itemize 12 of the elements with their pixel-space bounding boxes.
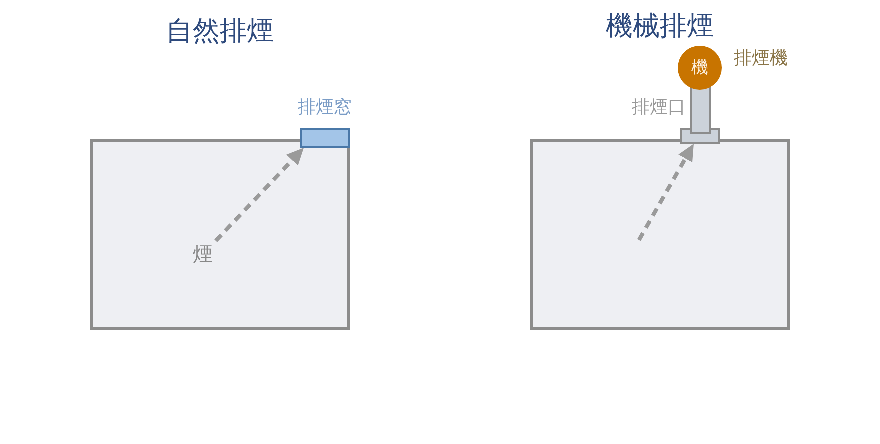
panel-title: 機械排煙	[605, 10, 715, 44]
window-label: 排煙窓	[298, 96, 353, 120]
port-label: 排煙口	[631, 96, 686, 120]
smoke-window	[300, 128, 350, 148]
room	[90, 139, 350, 330]
arrow	[637, 144, 694, 242]
smoke-label: 煙	[190, 241, 216, 267]
room	[530, 139, 790, 330]
panel-title: 自然排煙	[165, 14, 275, 48]
exhaust-fan: 機	[678, 46, 722, 90]
fan-label: 排煙機	[734, 47, 789, 71]
arrow	[214, 148, 304, 242]
